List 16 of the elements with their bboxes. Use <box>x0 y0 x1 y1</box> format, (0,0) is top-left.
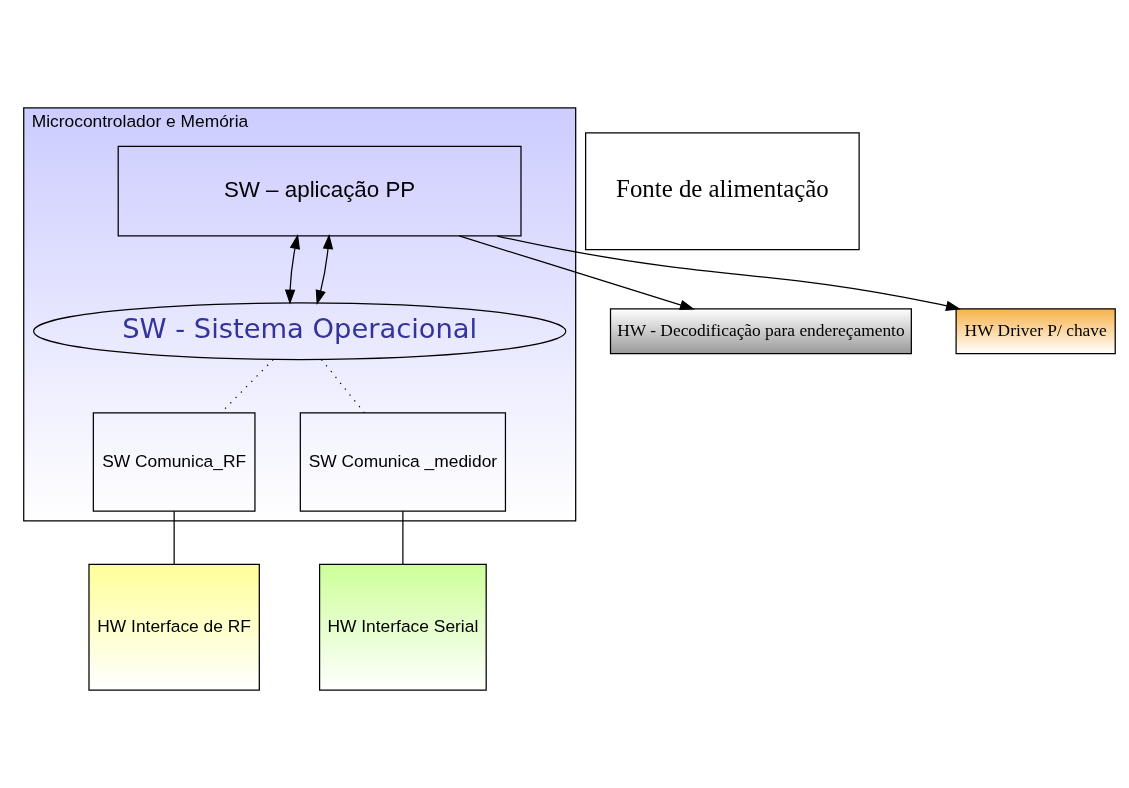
node-box: SW Comunica _medidor <box>299 412 507 512</box>
node-box: HW Interface Serial <box>319 563 487 691</box>
connector <box>320 359 365 414</box>
arrow <box>496 235 961 311</box>
node-box: Fonte de alimentação <box>585 132 860 251</box>
node-box: HW Interface de RF <box>88 563 260 691</box>
connector <box>402 510 404 566</box>
node-box: HW - Decodificação para endereçamento <box>609 308 912 355</box>
node-ellipse: SW - Sistema Operacional <box>33 302 567 361</box>
arrow <box>315 234 334 305</box>
node-box: SW – aplicação PP <box>117 145 522 237</box>
arrow <box>284 234 301 305</box>
connector <box>173 510 175 566</box>
node-box: HW Driver P/ chave <box>955 308 1116 355</box>
arrow <box>458 235 695 310</box>
node-box: SW Comunica_RF <box>92 412 256 512</box>
